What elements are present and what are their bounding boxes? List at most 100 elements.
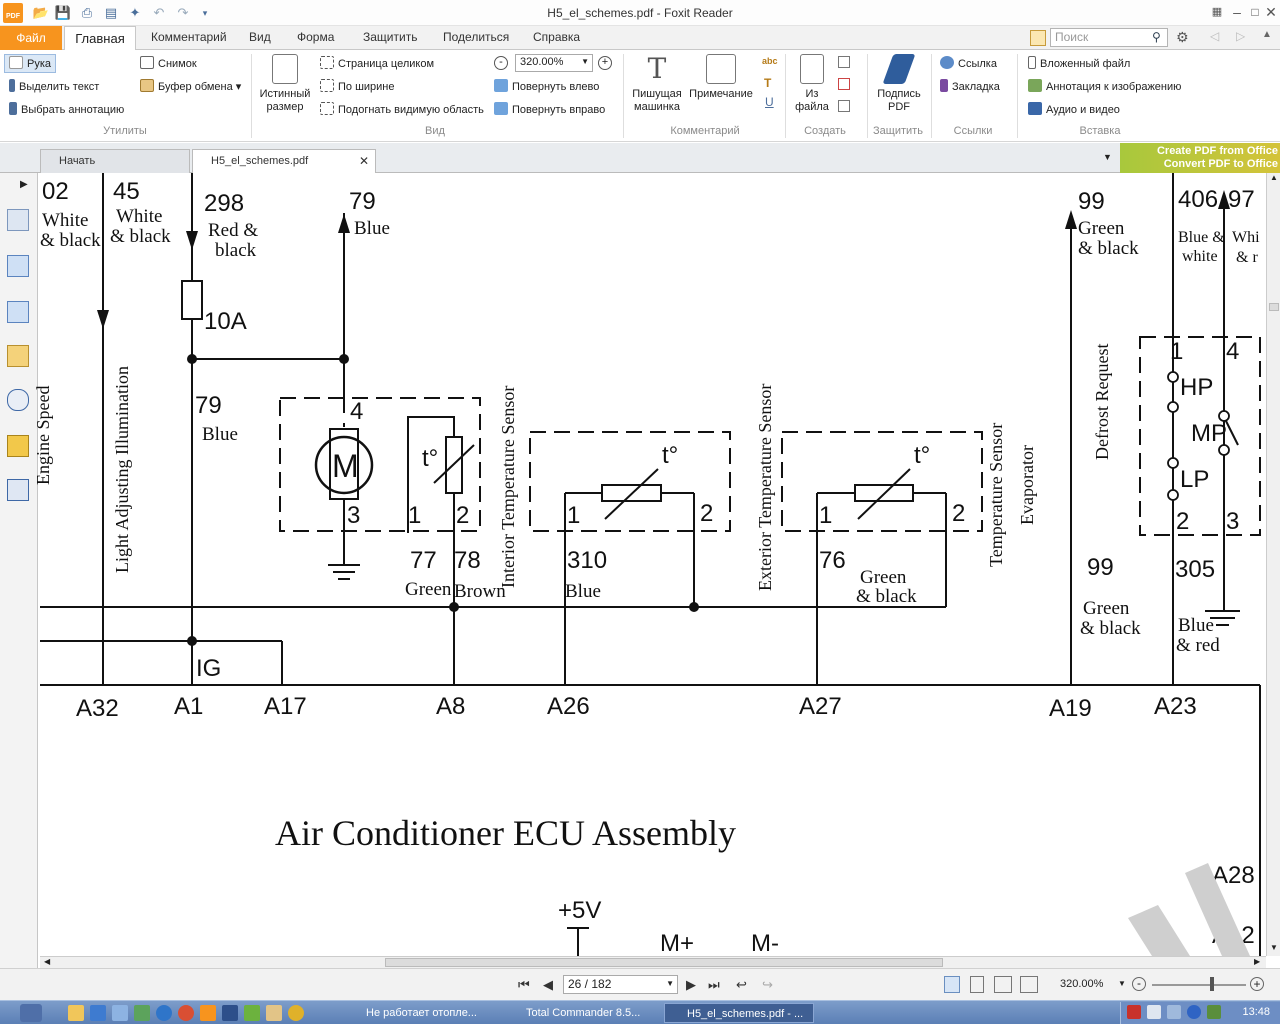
minimize-icon[interactable]: –: [1233, 4, 1241, 20]
note-button[interactable]: Примечание: [688, 54, 754, 101]
bookmark-button[interactable]: Закладка: [940, 79, 1000, 94]
tab-start[interactable]: Начать: [40, 149, 190, 173]
create-blank-icon[interactable]: [838, 78, 850, 90]
tab-view[interactable]: Вид: [249, 30, 271, 44]
rotate-left-button[interactable]: Повернуть влево: [494, 79, 599, 94]
horizontal-scrollbar[interactable]: ◀ ▶: [40, 956, 1266, 968]
sign-pdf-button[interactable]: Подпись PDF: [870, 54, 928, 114]
audio-video-button[interactable]: Аудио и видео: [1028, 102, 1120, 117]
image-annotation-button[interactable]: Аннотация к изображению: [1028, 79, 1181, 94]
zoom-slider[interactable]: [1152, 984, 1246, 986]
quicklaunch-ie-icon[interactable]: [156, 1005, 172, 1021]
zoom-in-icon[interactable]: +: [598, 56, 612, 70]
quicklaunch-folder-icon[interactable]: [68, 1005, 84, 1021]
zoom-in-icon[interactable]: +: [1250, 977, 1264, 991]
comments-panel-icon[interactable]: [7, 345, 29, 367]
create-options-icon[interactable]: [838, 56, 850, 68]
new-icon[interactable]: ✦: [129, 5, 141, 20]
redo-icon[interactable]: ↷: [177, 5, 189, 20]
pages-panel-icon[interactable]: [7, 255, 29, 277]
fit-visible-button[interactable]: Подогнать видимую область: [320, 102, 484, 117]
next-page-icon[interactable]: ▶: [686, 977, 696, 992]
properties-icon[interactable]: ▤: [104, 5, 118, 20]
chevron-down-icon[interactable]: ▼: [1118, 979, 1126, 988]
search-input[interactable]: Поиск: [1050, 28, 1168, 47]
attachments-panel-icon[interactable]: [7, 389, 29, 411]
zoom-out-icon[interactable]: -: [1132, 977, 1146, 991]
bookmarks-panel-icon[interactable]: [7, 209, 29, 231]
save-icon[interactable]: 💾: [54, 5, 72, 20]
tray-network-icon[interactable]: [1167, 1005, 1181, 1019]
scroll-up-icon[interactable]: ▲: [1270, 173, 1278, 182]
select-text-tool[interactable]: Выделить текст: [9, 79, 99, 94]
quicklaunch-explorer-icon[interactable]: [90, 1005, 106, 1021]
next-view-icon[interactable]: ↪: [762, 977, 773, 992]
last-page-icon[interactable]: ⏭: [708, 977, 720, 992]
quicklaunch-app-icon[interactable]: [134, 1005, 150, 1021]
security-panel-icon[interactable]: [7, 435, 29, 457]
start-button[interactable]: [20, 1004, 42, 1022]
tray-bluetooth-icon[interactable]: [1187, 1005, 1201, 1019]
tab-list-dropdown-icon[interactable]: ▼: [1103, 152, 1112, 162]
quicklaunch-browser-icon[interactable]: [178, 1005, 194, 1021]
fit-width-button[interactable]: По ширине: [320, 79, 395, 94]
close-icon[interactable]: ✕: [1265, 4, 1277, 20]
tab-current-document[interactable]: H5_el_schemes.pdf✕: [192, 149, 376, 174]
quicklaunch-network-icon[interactable]: [112, 1005, 128, 1021]
quicklaunch-disk-icon[interactable]: [222, 1005, 238, 1021]
scroll-left-icon[interactable]: ◀: [44, 957, 51, 966]
strikeout-icon[interactable]: T: [764, 76, 772, 90]
layers-panel-icon[interactable]: [7, 301, 29, 323]
vertical-scrollbar[interactable]: ▲ ▼: [1266, 173, 1280, 956]
horizontal-scroll-thumb[interactable]: [385, 958, 943, 967]
zoom-level[interactable]: 320.00%: [1060, 978, 1104, 990]
zoom-select[interactable]: 320.00%▼: [515, 54, 593, 72]
back-icon[interactable]: ◁: [1210, 29, 1220, 43]
from-file-button[interactable]: Из файла: [790, 54, 834, 114]
zoom-out-icon[interactable]: -: [494, 56, 508, 70]
scroll-down-icon[interactable]: ▼: [1270, 943, 1278, 952]
vertical-scroll-thumb[interactable]: [1269, 303, 1279, 311]
quicklaunch-foxit-icon[interactable]: [200, 1005, 216, 1021]
customize-dropdown-icon[interactable]: ▾: [202, 8, 208, 18]
collapse-ribbon-icon[interactable]: ▲: [1262, 29, 1272, 40]
hand-tool[interactable]: Рука: [4, 54, 57, 73]
select-annotation-tool[interactable]: Выбрать аннотацию: [9, 102, 124, 117]
file-tab[interactable]: Файл: [0, 26, 62, 50]
rotate-right-button[interactable]: Повернуть вправо: [494, 102, 605, 117]
continuous-icon[interactable]: [970, 976, 984, 993]
single-page-icon[interactable]: [944, 976, 960, 993]
quicklaunch-chrome-icon[interactable]: [288, 1005, 304, 1021]
tray-antivirus-icon[interactable]: [1127, 1005, 1141, 1019]
continuous-facing-icon[interactable]: [1020, 976, 1038, 993]
expand-panel-icon[interactable]: ▶: [20, 179, 28, 190]
find-icon[interactable]: [1030, 30, 1046, 46]
tab-comment[interactable]: Комментарий: [151, 30, 227, 44]
forward-icon[interactable]: ▷: [1236, 29, 1246, 43]
tray-volume-icon[interactable]: [1147, 1005, 1161, 1019]
facing-icon[interactable]: [994, 976, 1012, 993]
search-icon[interactable]: ⚲: [1152, 30, 1161, 44]
typewriter-button[interactable]: T Пишущая машинка: [628, 54, 686, 114]
taskbar-task-total-commander[interactable]: Total Commander 8.5...: [504, 1003, 654, 1023]
quicklaunch-files-icon[interactable]: [266, 1005, 282, 1021]
actual-size-button[interactable]: Истинный размер: [256, 54, 314, 114]
clipboard-button[interactable]: Буфер обмена ▾: [140, 79, 241, 94]
tab-help[interactable]: Справка: [533, 30, 581, 44]
maximize-icon[interactable]: □: [1251, 5, 1259, 19]
prev-page-icon[interactable]: ◀: [543, 977, 553, 992]
tab-protect[interactable]: Защитить: [363, 30, 418, 44]
open-icon[interactable]: 📂: [32, 5, 50, 20]
taskbar-task-foxit[interactable]: H5_el_schemes.pdf - ...: [664, 1003, 814, 1023]
previous-view-icon[interactable]: ↩: [736, 977, 747, 992]
document-view[interactable]: 02 45 298 79 99 406 97 10A 79 4 3 1 2 1 …: [33, 173, 1266, 957]
underline-icon[interactable]: U: [765, 95, 774, 109]
signature-panel-icon[interactable]: [7, 479, 29, 501]
link-button[interactable]: Ссылка: [940, 56, 997, 71]
tray-update-icon[interactable]: [1207, 1005, 1221, 1019]
tab-form[interactable]: Форма: [297, 30, 335, 44]
zoom-slider-thumb[interactable]: [1210, 977, 1214, 991]
clock[interactable]: 13:48: [1242, 1006, 1270, 1018]
settings-icon[interactable]: ⚙: [1176, 29, 1189, 45]
